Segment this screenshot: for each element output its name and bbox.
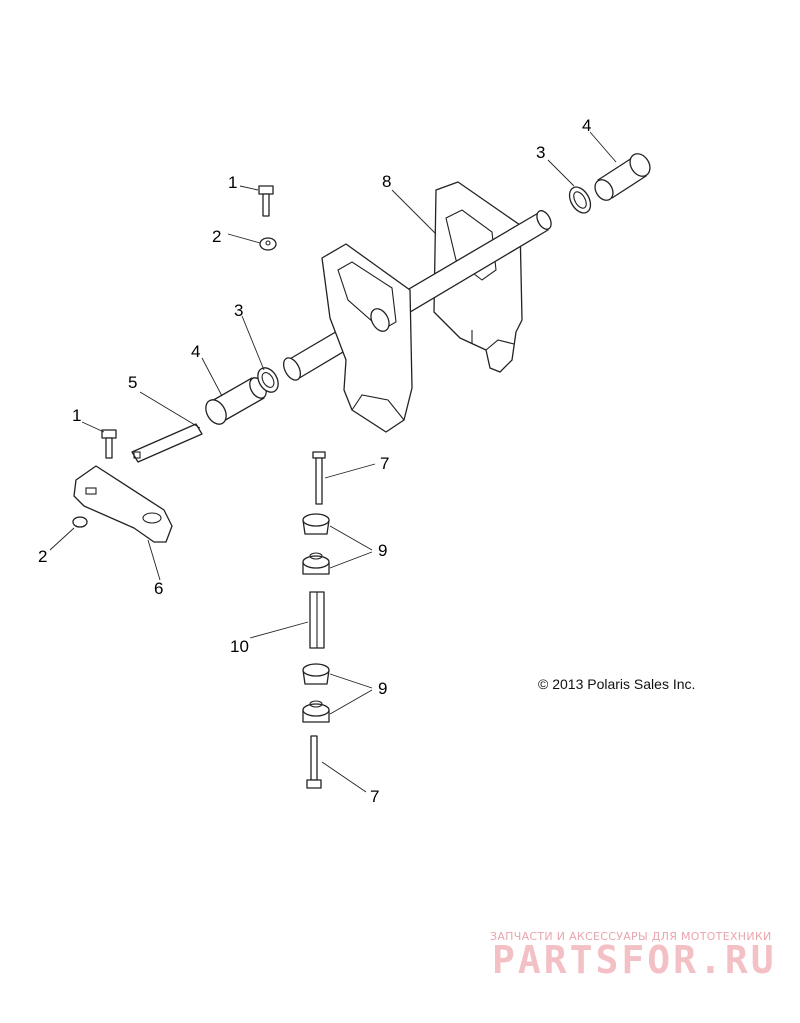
callout-8: 8	[382, 172, 391, 191]
bolt-top	[258, 185, 274, 217]
callout-labels: 1 2 3 4 5 1 2 6 3 4 8 7 9 10 9 7	[38, 116, 591, 806]
nut-top	[259, 237, 277, 251]
bolt-left	[101, 429, 117, 459]
callout-4-right: 4	[582, 116, 591, 135]
callout-10: 10	[230, 637, 249, 656]
pedal-bracket-assembly	[282, 181, 552, 433]
callout-7-top: 7	[380, 454, 389, 473]
bolt-upper	[312, 451, 326, 505]
grommet-4	[302, 700, 330, 723]
callout-9-top: 9	[378, 541, 387, 560]
callout-7-bottom: 7	[370, 787, 379, 806]
watermark-tagline: ЗАПЧАСТИ И АКСЕССУАРЫ ДЛЯ МОТОТЕХНИКИ	[490, 930, 772, 943]
grommet-1	[302, 513, 330, 535]
callout-2-top: 2	[212, 227, 221, 246]
grommet-3	[302, 663, 330, 685]
watermark-brand: PARTSFOR.RU	[492, 938, 777, 982]
callout-6: 6	[154, 579, 163, 598]
callout-3-right: 3	[536, 143, 545, 162]
spacer-sleeve	[309, 591, 325, 649]
callout-1-top: 1	[228, 173, 237, 192]
copyright-text: © 2013 Polaris Sales Inc.	[538, 676, 696, 692]
leader-lines	[49, 131, 617, 793]
callout-5: 5	[128, 373, 137, 392]
bolt-lower	[306, 735, 322, 789]
grommet-2	[302, 552, 330, 575]
callout-1-left: 1	[72, 406, 81, 425]
washer-right	[568, 186, 592, 214]
callout-9-bottom: 9	[378, 679, 387, 698]
square-shaft	[131, 423, 203, 463]
callout-3-mid: 3	[234, 301, 243, 320]
pedal-arm	[73, 465, 173, 543]
nut-left	[72, 516, 88, 528]
callout-4-mid: 4	[191, 342, 200, 361]
bushing-right	[594, 153, 651, 201]
callout-2-left: 2	[38, 547, 47, 566]
